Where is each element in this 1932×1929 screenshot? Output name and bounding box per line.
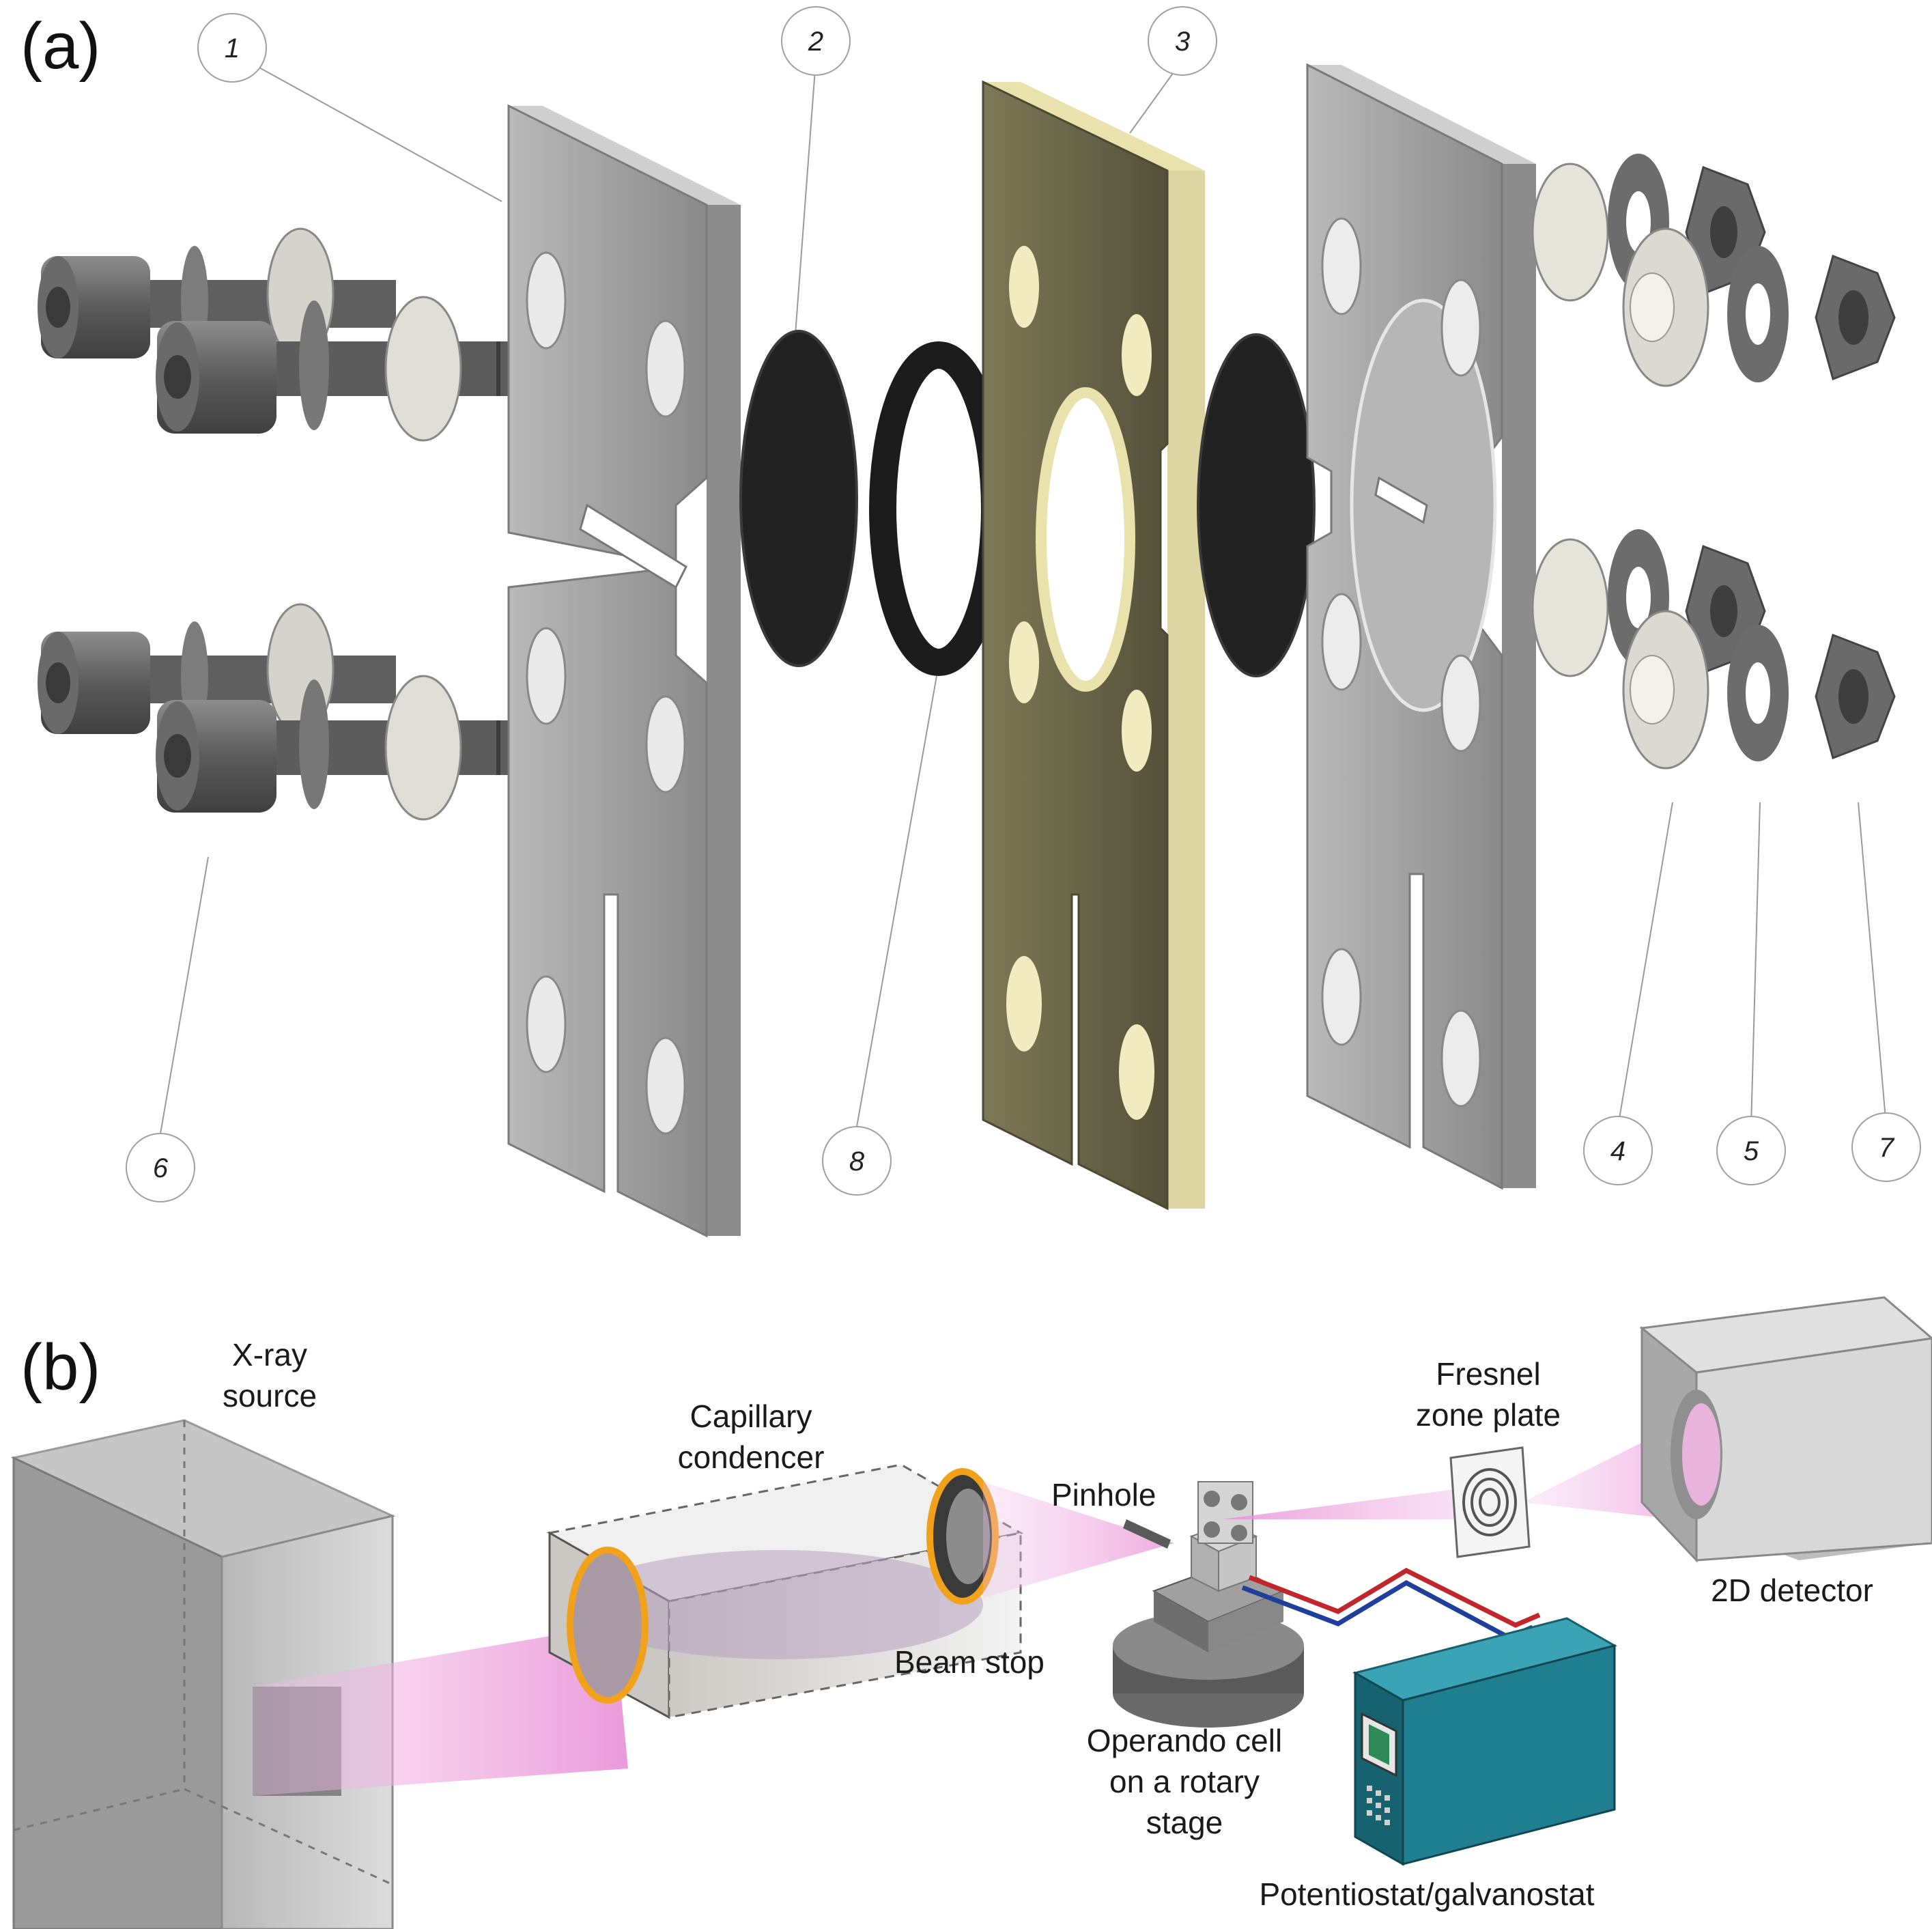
callout-4: 4 [1583, 1116, 1653, 1185]
bolt-lower-front [156, 675, 539, 821]
xray-beam-transmitted [1222, 1489, 1461, 1519]
svg-text:3: 3 [1175, 27, 1190, 57]
gasket-disc-right [1197, 333, 1316, 677]
label-pinhole: Pinhole [1051, 1477, 1156, 1512]
steel-plate-right [1306, 63, 1536, 1190]
callout-3: 3 [1148, 6, 1217, 76]
callout-6: 6 [126, 1133, 195, 1202]
svg-text:5: 5 [1744, 1136, 1759, 1166]
label-potentiostat: Potentiostat/galvanostat [1260, 1876, 1595, 1912]
potentiostat-galvanostat [1352, 1617, 1617, 1866]
xray-beam-focused [983, 1482, 1174, 1598]
steel-plate-left [507, 104, 741, 1238]
gasket-disc-left [739, 330, 858, 667]
2d-detector [1639, 1296, 1932, 1563]
bolt-assembly-bottom [38, 603, 539, 821]
label-capillary-line2: condencer [678, 1439, 825, 1475]
o-ring [869, 341, 1008, 676]
callout-8: 8 [822, 1126, 892, 1196]
pinhole [1123, 1519, 1171, 1549]
label-operando-line3: stage [1146, 1805, 1223, 1840]
panel-a-label: (a) [20, 10, 100, 83]
bolt-upper-rear [38, 227, 396, 360]
xray-beam-source [253, 1625, 628, 1796]
label-fresnel-line2: zone plate [1416, 1397, 1561, 1433]
operando-cell-stage [1113, 1481, 1304, 1728]
label-operando-line2: on a rotary [1109, 1764, 1260, 1799]
label-beam-stop: Beam stop [894, 1644, 1045, 1680]
label-xray-source-line1: X-ray [232, 1337, 307, 1372]
fresnel-zone-plate [1449, 1446, 1531, 1558]
bolt-assembly-top [38, 227, 539, 442]
label-capillary-line1: Capillary [690, 1398, 812, 1434]
hardware-bottom-right [1531, 529, 1896, 770]
panel-b-label: (b) [20, 1331, 100, 1404]
callout-leaders [160, 59, 1887, 1134]
hardware-top-right [1531, 154, 1896, 387]
svg-text:7: 7 [1879, 1133, 1895, 1163]
bolt-upper-front [156, 296, 539, 442]
svg-text:2: 2 [808, 27, 823, 57]
svg-text:4: 4 [1610, 1136, 1625, 1166]
insulator-plate [982, 80, 1205, 1211]
callout-7: 7 [1851, 1112, 1921, 1182]
callout-2: 2 [781, 6, 851, 76]
bolt-lower-rear [38, 603, 396, 735]
label-fresnel-line1: Fresnel [1436, 1356, 1540, 1392]
callout-1: 1 [197, 13, 267, 83]
svg-text:8: 8 [849, 1146, 865, 1177]
label-operando-line1: Operando cell [1087, 1723, 1282, 1758]
svg-text:1: 1 [225, 33, 240, 64]
svg-text:6: 6 [153, 1153, 169, 1183]
callout-5: 5 [1716, 1116, 1786, 1185]
label-2d-detector: 2D detector [1711, 1573, 1873, 1608]
capillary-condencer [546, 1463, 1024, 1719]
label-xray-source-line2: source [223, 1378, 317, 1413]
